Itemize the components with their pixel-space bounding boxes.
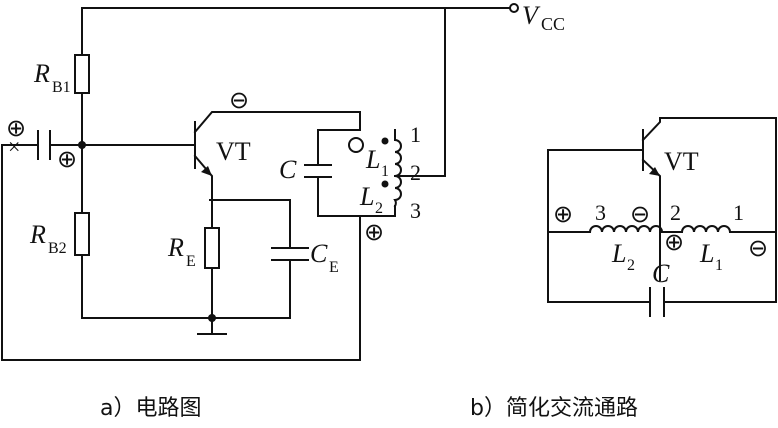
vcc-subscript: CC [541, 14, 565, 34]
tap-1-label: 1 [410, 122, 421, 147]
ground-symbol [197, 317, 227, 335]
re-label: R [167, 233, 184, 262]
tap-2-label: 2 [410, 160, 421, 185]
b-right-minus: ⊖ [748, 236, 768, 262]
rb2-resistor [74, 212, 90, 256]
l2-label: L [359, 182, 374, 211]
rb1-resistor [74, 54, 90, 94]
caption-b: b）简化交流通路 [470, 396, 638, 421]
b-l1-coil [659, 225, 777, 233]
b-base-wire [547, 149, 777, 303]
ce-label: C [310, 239, 328, 268]
caption-a: a）电路图 [100, 396, 201, 421]
tank-wire [317, 7, 446, 217]
ce-subscript: E [329, 259, 339, 276]
b-l2-label: L [611, 239, 626, 268]
vt-collector [193, 111, 361, 134]
re-resistor [204, 227, 220, 269]
circuit-b: VT C L 2 L 1 3 2 1 ⊕ ⊖ ⊕ ⊖ b）简化交流通路 [470, 117, 777, 421]
input-plus-bottom: ⊕ [57, 147, 77, 173]
l1-dot [381, 137, 389, 145]
b-vt-collector [641, 117, 777, 249]
l2-subscript: 2 [375, 200, 383, 217]
l1-label: L [365, 145, 380, 174]
b-tap-1-label: 1 [733, 200, 744, 225]
rb2-subscript: B2 [48, 240, 67, 257]
b-l2-subscript: 2 [627, 257, 635, 274]
vt-label: VT [216, 137, 251, 166]
vcc-terminal[interactable] [509, 3, 519, 13]
input-plus-top: ⊕ [6, 116, 26, 142]
input-cross: × [8, 134, 20, 159]
circuit-a: V CC R B1 R B2 × ⊕ ⊕ VT ⊖ R E C E [1, 1, 565, 421]
l2-dot [381, 180, 389, 188]
inductor-coil [393, 138, 402, 208]
vt-emitter-arrow [201, 166, 212, 176]
tank-plus: ⊕ [364, 220, 384, 246]
b-left-plus: ⊕ [553, 202, 573, 228]
tap-3-label: 3 [410, 198, 421, 223]
rb1-subscript: B1 [52, 79, 71, 96]
b-capacitor-c [649, 287, 665, 317]
b-tap-2-label: 2 [670, 200, 681, 225]
rb1-label: R [33, 59, 50, 88]
input-capacitor [37, 130, 51, 160]
b-tap-3-label: 3 [595, 200, 606, 225]
b-l1-subscript: 1 [715, 257, 723, 274]
ce-capacitor [271, 247, 309, 261]
left-wire [81, 7, 291, 319]
b-center-minus: ⊖ [630, 202, 650, 228]
rb2-label: R [29, 220, 46, 249]
b-center-plus: ⊕ [664, 230, 684, 256]
b-c-label: C [652, 259, 670, 288]
feedback-wire [1, 144, 361, 361]
b-l2-coil [588, 225, 664, 234]
collector-minus: ⊖ [229, 88, 249, 114]
re-subscript: E [186, 253, 196, 270]
tank-c-label: C [279, 155, 297, 184]
tank-open-circle [348, 137, 364, 153]
b-l1-label: L [699, 239, 714, 268]
b-vt-label: VT [664, 147, 699, 176]
vcc-label: V [522, 1, 541, 30]
l1-subscript: 1 [381, 163, 389, 180]
b-vt-emitter-arrow [649, 167, 660, 176]
tank-capacitor-c [304, 164, 332, 178]
